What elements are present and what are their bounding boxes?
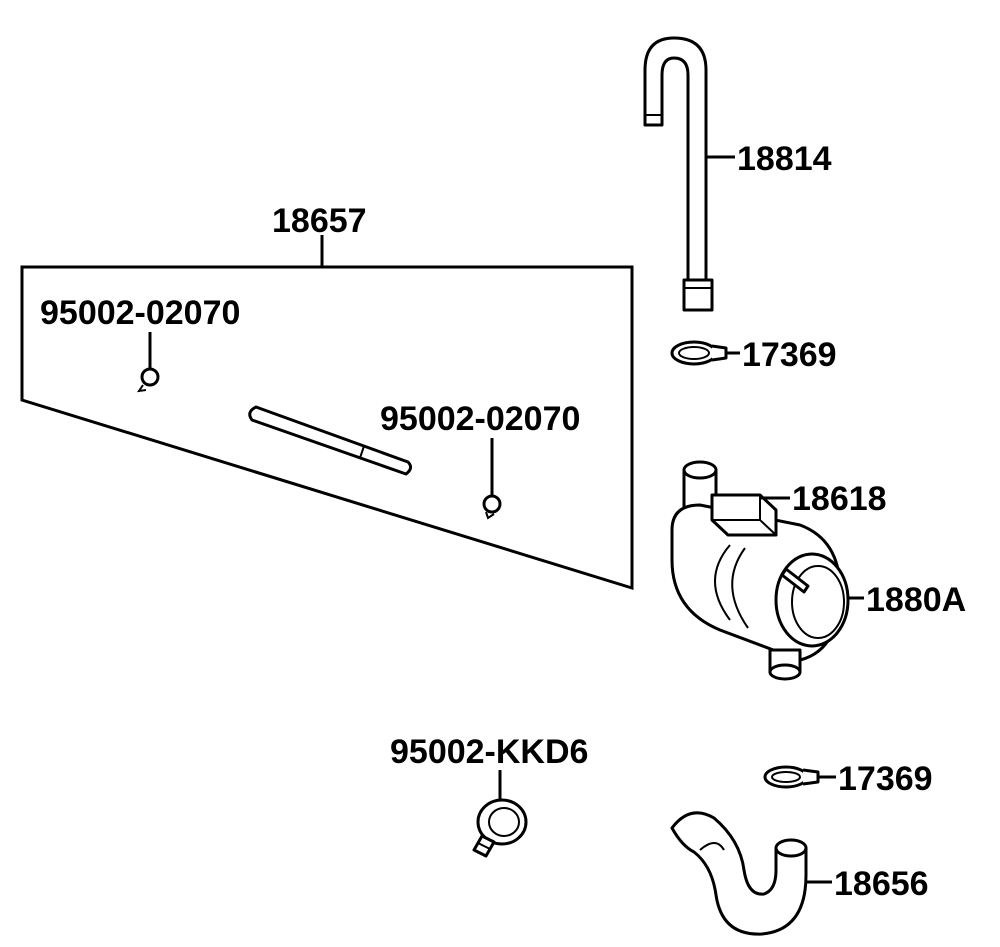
label-18657: 18657 [272,202,367,240]
label-95002-02070-right: 95002-02070 [380,400,580,438]
label-18814: 18814 [737,140,832,178]
label-95002-02070-left: 95002-02070 [40,294,240,332]
kit-clip-left[interactable] [136,367,160,393]
kit-box-18657 [20,235,634,591]
lower-clamp-17369[interactable] [763,765,820,789]
label-18618: 18618 [792,480,887,518]
label-95002-KKD6: 95002-KKD6 [390,733,588,771]
valve-cover-1880A[interactable] [774,552,850,648]
upper-hose-18814[interactable] [643,36,714,312]
label-17369-lower: 17369 [838,760,933,798]
kit-tube[interactable] [248,405,413,476]
upper-clamp-17369[interactable] [670,340,728,366]
band-clamp-95002-KKD6[interactable] [472,798,528,858]
label-1880A: 1880A [866,581,966,619]
label-17369-upper: 17369 [742,336,837,374]
lower-hose-18656[interactable] [670,811,808,936]
label-18656: 18656 [834,865,929,903]
kit-clip-right[interactable] [482,494,502,520]
